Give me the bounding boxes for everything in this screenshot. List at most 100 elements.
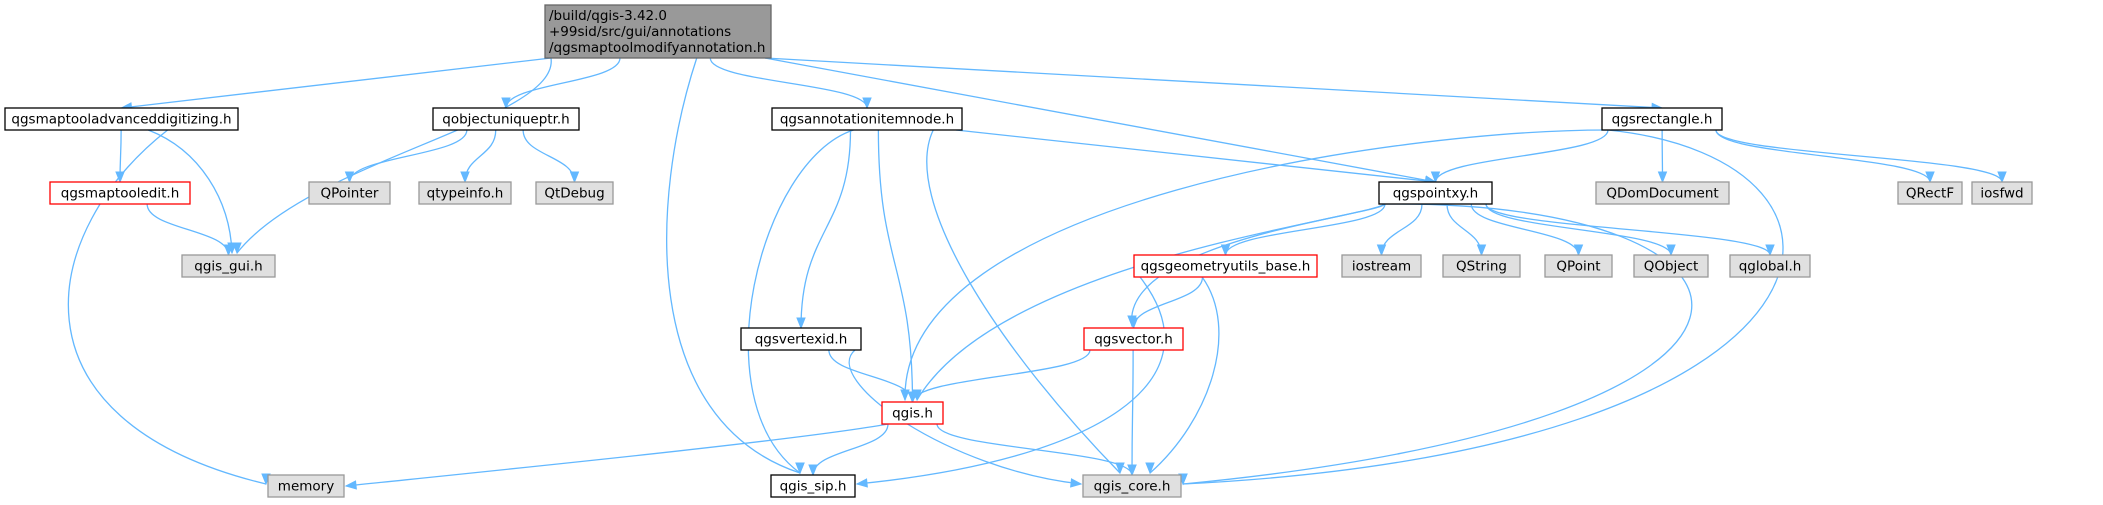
edge-root-to-rect xyxy=(764,57,1664,113)
node-box xyxy=(1729,254,1811,278)
node-label: qglobal.h xyxy=(1739,259,1802,275)
node-box xyxy=(1378,181,1493,205)
node-box xyxy=(1083,327,1184,351)
node-qdom: QDomDocument xyxy=(1595,181,1730,205)
node-vector[interactable]: qgsvector.h xyxy=(1083,327,1184,351)
node-label: QDomDocument xyxy=(1606,186,1718,202)
node-box xyxy=(1442,254,1521,278)
node-qtypeinfo: qtypeinfo.h xyxy=(418,181,512,205)
edge-geomutils-to-sip xyxy=(855,276,1166,488)
edge-vector-to-qgis xyxy=(907,349,1091,404)
node-qstring: QString xyxy=(1442,254,1521,278)
node-label: iosfwd xyxy=(1980,186,2023,202)
node-box xyxy=(771,107,963,131)
node-label: qgsvertexid.h xyxy=(755,332,848,348)
node-label: qgis_sip.h xyxy=(780,479,847,495)
node-label: /qgsmaptoolmodifyannotation.h xyxy=(549,40,765,56)
node-qobject: QObject xyxy=(1633,254,1709,278)
node-box xyxy=(770,474,856,498)
node-label: qgis_gui.h xyxy=(194,259,262,275)
node-box xyxy=(432,107,580,131)
node-label: QPoint xyxy=(1556,259,1600,275)
node-label: QRectF xyxy=(1906,186,1954,202)
node-box xyxy=(49,181,191,205)
node-adv[interactable]: qgsmaptooladvanceddigitizing.h xyxy=(4,107,239,131)
node-qglobal: qglobal.h xyxy=(1729,254,1811,278)
node-geomutils[interactable]: qgsgeometryutils_base.h xyxy=(1133,254,1318,278)
node-pointxy[interactable]: qgspointxy.h xyxy=(1378,181,1493,205)
edge-qgis-to-sip xyxy=(808,423,889,477)
node-box xyxy=(881,401,944,425)
edge-pointxy-to-qgis xyxy=(912,203,1386,402)
node-label: +99sid/src/gui/annotations xyxy=(549,24,731,40)
node-ann[interactable]: qgsannotationitemnode.h xyxy=(771,107,963,131)
node-qpoint: QPoint xyxy=(1544,254,1613,278)
node-box xyxy=(1601,107,1723,131)
node-vertex[interactable]: qgsvertexid.h xyxy=(740,327,862,351)
edge-qgis-to-memory xyxy=(344,423,889,490)
edge-pointxy-to-qobject xyxy=(1485,203,1676,257)
edge-root-to-ann xyxy=(709,57,872,110)
node-sip[interactable]: qgis_sip.h xyxy=(770,474,856,498)
edge-ann-to-core xyxy=(926,129,1125,475)
node-box xyxy=(308,181,391,205)
edge-geomutils-to-core xyxy=(1145,276,1220,475)
edge-ann-to-sip xyxy=(747,129,854,475)
node-root[interactable]: /build/qgis-3.42.0+99sid/src/gui/annotat… xyxy=(544,4,772,59)
edge-pointxy-to-qglobal xyxy=(1485,203,1775,257)
edge-rect-to-iosfwd xyxy=(1715,129,2007,184)
node-label: qgsmaptooladvanceddigitizing.h xyxy=(11,112,231,128)
node-box xyxy=(1082,474,1182,498)
node-qtdebug: QtDebug xyxy=(535,181,614,205)
node-label: iostream xyxy=(1352,259,1411,275)
node-label: qgspointxy.h xyxy=(1393,186,1479,202)
node-box xyxy=(1971,181,2033,205)
edge-adv-to-edit xyxy=(115,129,125,184)
edge-pointxy-to-qstring xyxy=(1446,203,1487,257)
node-iostream: iostream xyxy=(1341,254,1422,278)
node-label: QString xyxy=(1456,259,1507,275)
edges-layer xyxy=(67,57,2007,490)
node-box xyxy=(544,4,772,59)
node-label: qobjectuniqueptr.h xyxy=(442,112,570,128)
edge-rect-to-qdom xyxy=(1657,129,1668,184)
node-label: QtDebug xyxy=(544,186,604,202)
node-memory: memory xyxy=(267,474,345,498)
node-rect[interactable]: qgsrectangle.h xyxy=(1601,107,1723,131)
node-label: QObject xyxy=(1644,259,1699,275)
edge-rect-to-pointxy xyxy=(1430,129,1609,184)
edge-pointxy-to-iostream xyxy=(1376,203,1423,257)
node-label: qgsannotationitemnode.h xyxy=(780,112,954,128)
node-label: qgsgeometryutils_base.h xyxy=(1141,259,1311,275)
edge-root-to-gui xyxy=(232,57,552,255)
node-box xyxy=(740,327,862,351)
edge-uniq-to-qpointer xyxy=(344,129,468,184)
edge-edit-to-gui xyxy=(146,203,234,257)
node-label: qgis.h xyxy=(892,406,933,422)
edge-geomutils-to-vector xyxy=(1128,276,1204,330)
node-edit[interactable]: qgsmaptooledit.h xyxy=(49,181,191,205)
node-uniq[interactable]: qobjectuniqueptr.h xyxy=(432,107,580,131)
node-box xyxy=(1633,254,1709,278)
node-box xyxy=(418,181,512,205)
node-box xyxy=(267,474,345,498)
node-box xyxy=(1544,254,1613,278)
node-label: qtypeinfo.h xyxy=(427,186,504,202)
node-box xyxy=(181,254,276,278)
edge-pointxy-to-core xyxy=(1178,203,1693,486)
node-label: qgis_core.h xyxy=(1094,479,1171,495)
node-box xyxy=(1133,254,1318,278)
node-gui: qgis_gui.h xyxy=(181,254,276,278)
node-label: QPointer xyxy=(320,186,378,202)
node-qpointer: QPointer xyxy=(308,181,391,205)
node-box xyxy=(1595,181,1730,205)
node-label: qgsvector.h xyxy=(1094,332,1173,348)
node-iosfwd: iosfwd xyxy=(1971,181,2033,205)
edge-rect-to-qgis xyxy=(900,129,1609,402)
node-label: /build/qgis-3.42.0 xyxy=(549,8,667,24)
node-qgis[interactable]: qgis.h xyxy=(881,401,944,425)
node-label: memory xyxy=(278,479,334,495)
node-box xyxy=(1897,181,1963,205)
edge-root-to-uniq xyxy=(501,57,621,110)
